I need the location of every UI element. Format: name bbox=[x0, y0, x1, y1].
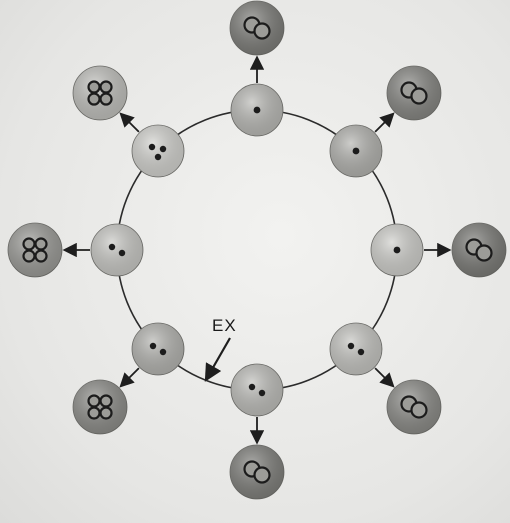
outer-cell-upper-right-nucleus bbox=[410, 87, 428, 105]
outer-cell-lower-right bbox=[386, 379, 442, 435]
inner-cell-bottom-nucleus bbox=[248, 383, 256, 391]
outer-cell-left-nucleus bbox=[34, 237, 48, 251]
inner-cell-lower-left-nucleus bbox=[149, 342, 157, 350]
inner-cell-left-nucleus bbox=[108, 243, 116, 251]
inner-cell-left-nucleus bbox=[118, 249, 126, 257]
outer-cell-top bbox=[229, 0, 285, 56]
outer-cell-upper-right bbox=[386, 65, 442, 121]
outer-cell-upper-left-nucleus bbox=[99, 80, 113, 94]
outer-cell-lower-left-nucleus bbox=[87, 406, 101, 420]
outer-cell-lower-right-nucleus bbox=[410, 401, 428, 419]
outer-cell-lower-left-shading bbox=[73, 379, 128, 434]
inner-cell-bottom-nucleus bbox=[258, 389, 266, 397]
inner-cell-upper-left-shading bbox=[132, 125, 185, 178]
division-arrow bbox=[119, 112, 140, 133]
outer-cell-bottom-nucleus bbox=[253, 466, 271, 484]
inner-cell-upper-right bbox=[329, 124, 383, 178]
inner-cell-lower-right-nucleus bbox=[347, 342, 355, 350]
inner-cell-right bbox=[370, 223, 424, 277]
outer-cell-upper-left-shading bbox=[73, 66, 128, 121]
outer-cell-left-nucleus bbox=[22, 249, 36, 263]
outer-cell-left bbox=[7, 222, 63, 278]
inner-cell-upper-left bbox=[131, 124, 185, 178]
outer-cell-upper-left-nucleus bbox=[99, 92, 113, 106]
inner-cell-lower-right bbox=[329, 322, 383, 376]
division-arrow bbox=[119, 367, 140, 388]
inner-cell-left bbox=[90, 223, 144, 277]
ex-pointer-arrow bbox=[204, 337, 231, 382]
inner-cell-upper-left-nucleus bbox=[148, 143, 156, 151]
inner-cell-top-nucleus bbox=[253, 106, 261, 114]
outer-cell-right-nucleus bbox=[475, 244, 493, 262]
outer-cell-upper-left-nucleus bbox=[87, 80, 101, 94]
outer-cell-lower-left bbox=[72, 379, 128, 435]
inner-cell-bottom-shading bbox=[231, 364, 283, 416]
inner-cell-lower-left-shading bbox=[132, 322, 185, 375]
inner-cell-left-shading bbox=[91, 224, 143, 276]
outer-cell-left-shading bbox=[8, 223, 62, 277]
outer-cell-lower-left-nucleus bbox=[87, 394, 101, 408]
outer-cell-top-nucleus bbox=[253, 22, 271, 40]
division-arrow bbox=[374, 112, 395, 133]
outer-cell-lower-left-nucleus bbox=[99, 394, 113, 408]
inner-cell-bottom bbox=[230, 363, 284, 417]
outer-cell-right bbox=[451, 222, 507, 278]
inner-cell-upper-left-nucleus bbox=[159, 145, 167, 153]
outer-cell-left-nucleus bbox=[22, 237, 36, 251]
ex-annotation: EX bbox=[204, 316, 237, 382]
outer-cell-bottom bbox=[229, 444, 285, 500]
inner-cell-upper-right-nucleus bbox=[352, 147, 360, 155]
outer-cell-upper-left bbox=[72, 65, 128, 121]
outer-cell-upper-left-nucleus bbox=[87, 92, 101, 106]
division-arrow bbox=[374, 367, 395, 388]
ex-label: EX bbox=[212, 316, 237, 335]
inner-cell-lower-right-shading bbox=[329, 322, 382, 375]
inner-cell-lower-right-nucleus bbox=[357, 348, 365, 356]
inner-cell-lower-left bbox=[131, 322, 185, 376]
outer-cell-left-nucleus bbox=[34, 249, 48, 263]
outer-cell-lower-left-nucleus bbox=[99, 406, 113, 420]
inner-cell-lower-left-nucleus bbox=[159, 348, 167, 356]
inner-cell-top bbox=[230, 83, 284, 137]
inner-cell-right-nucleus bbox=[393, 246, 401, 254]
inner-cell-upper-left-nucleus bbox=[154, 153, 162, 161]
